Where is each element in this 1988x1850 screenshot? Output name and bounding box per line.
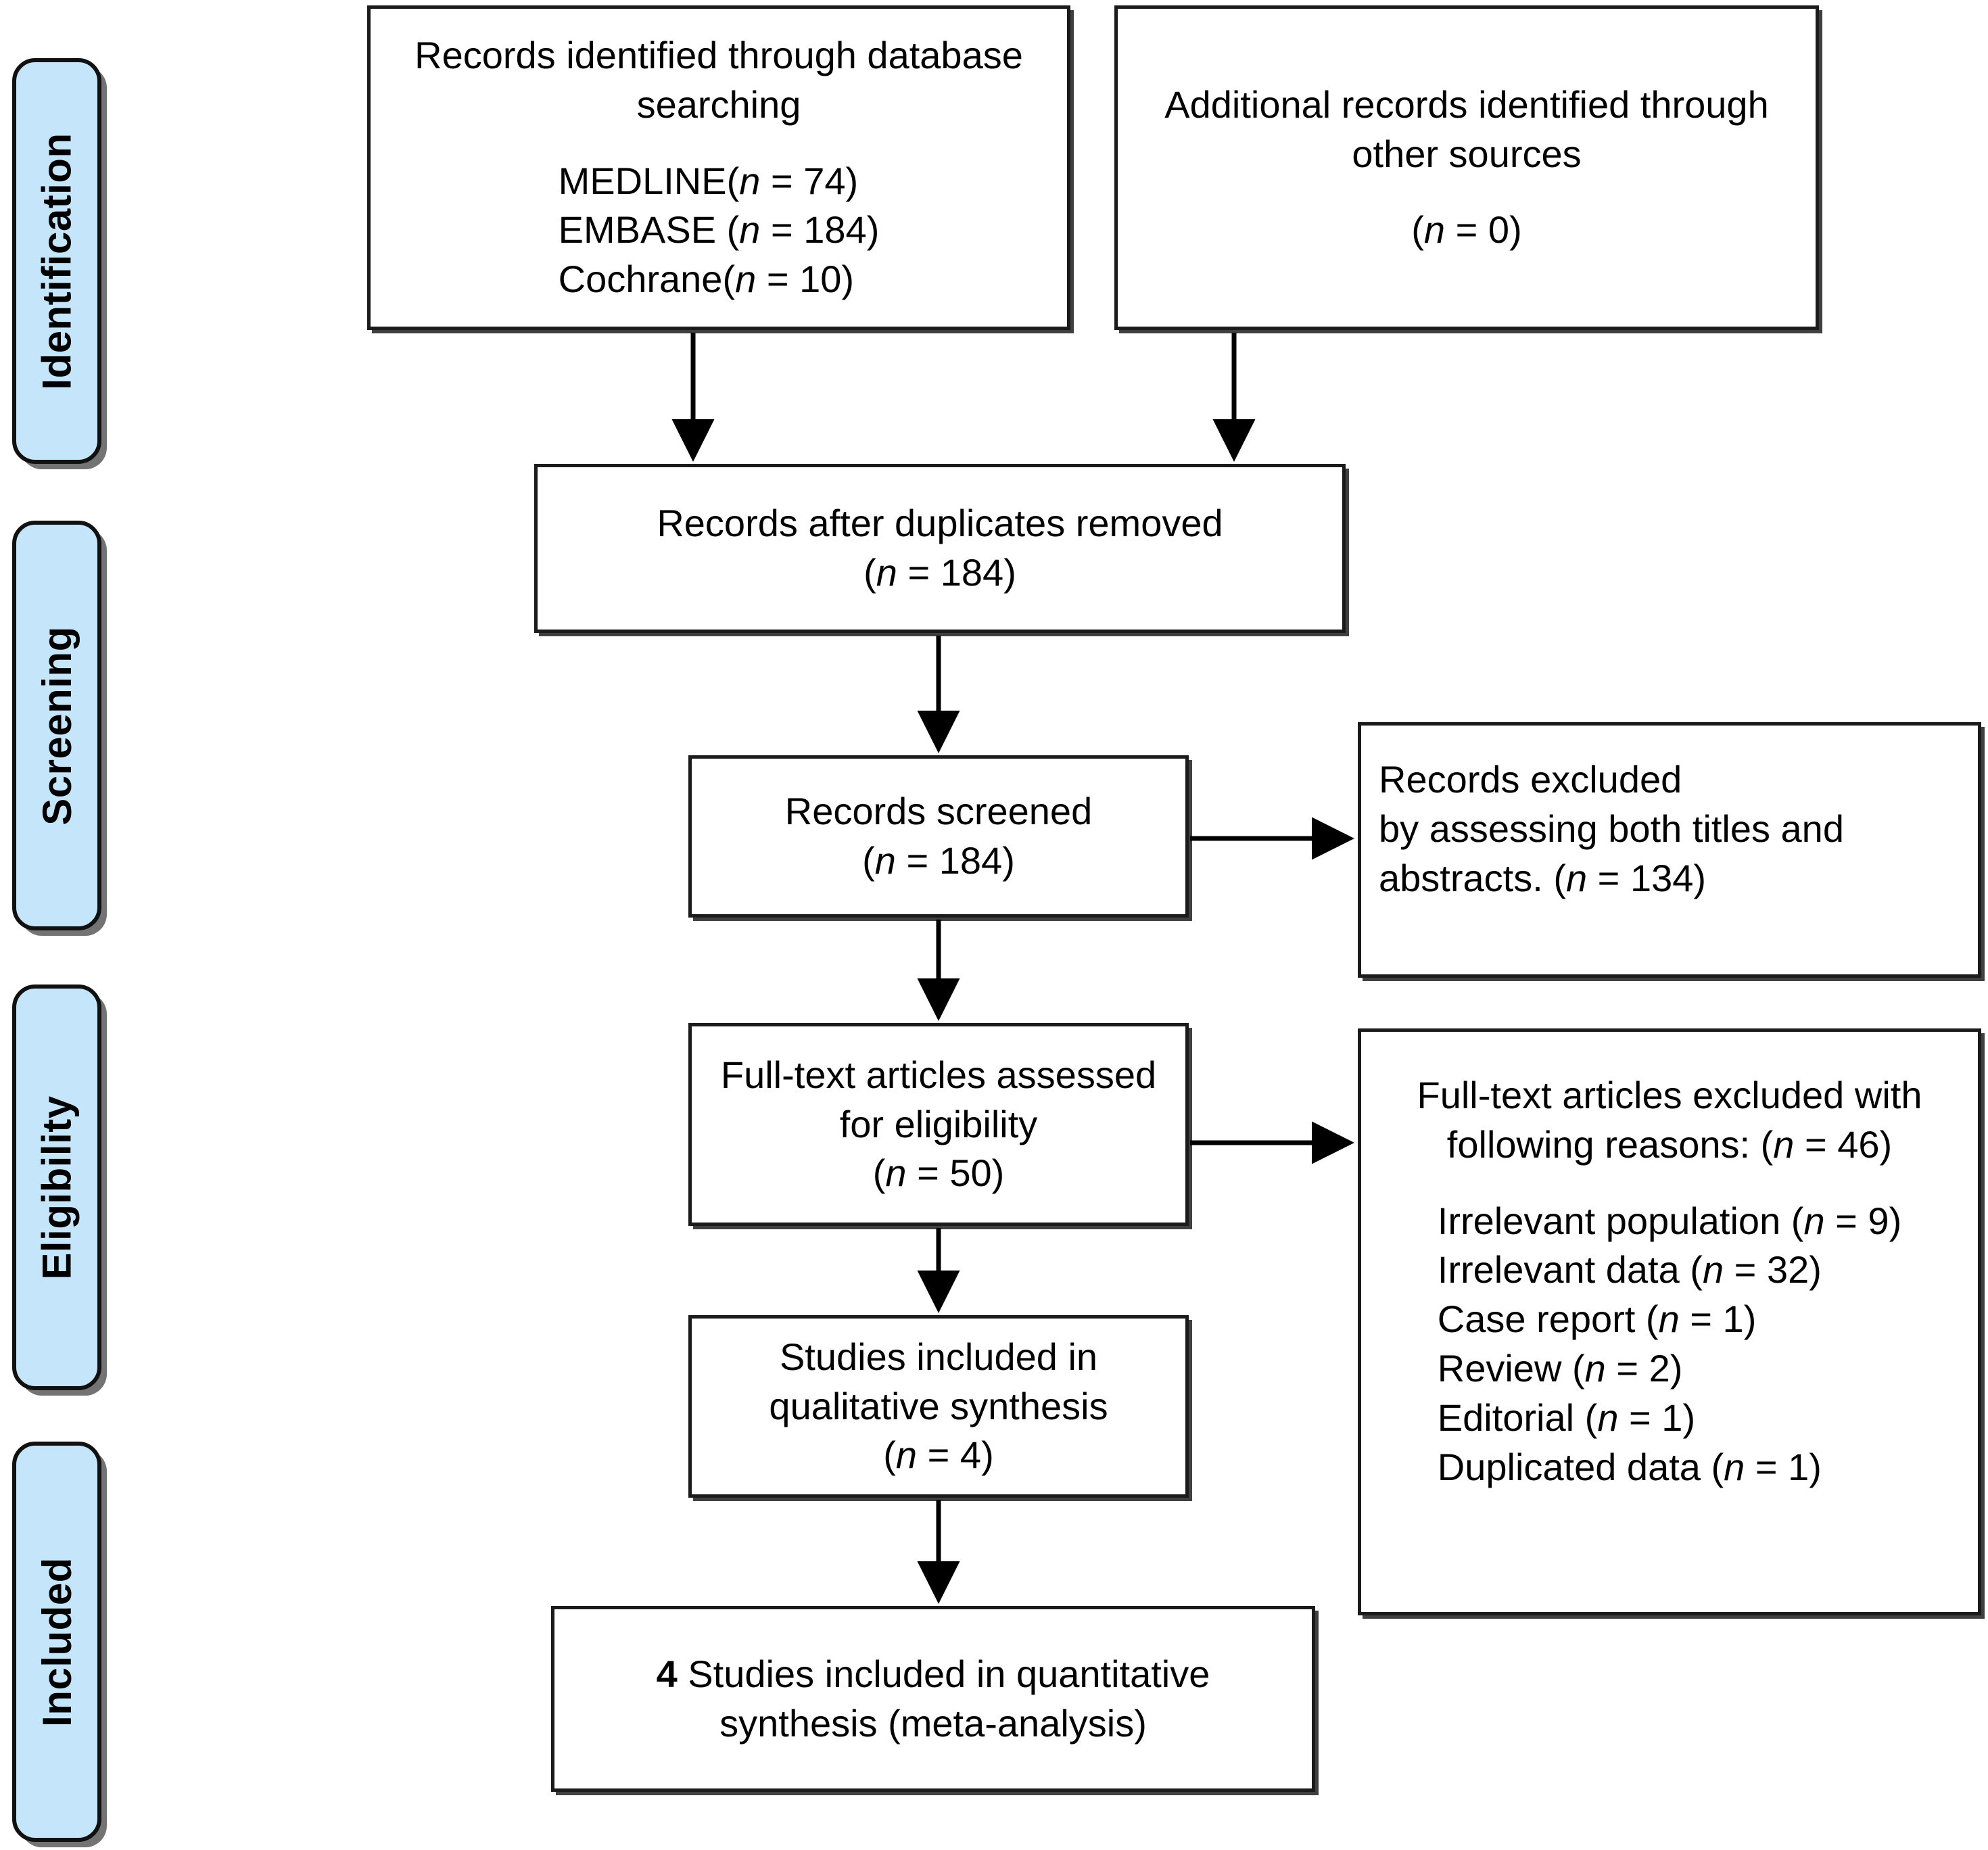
fulltext-assessed-line1: Full-text articles assessed: [720, 1053, 1157, 1096]
fulltext-assessed-line2: for eligibility: [839, 1102, 1038, 1145]
fulltext-excluded-heading-line2: following reasons: (n = 46): [1446, 1122, 1893, 1166]
other-sources-heading-line1: Additional records identified through: [1164, 82, 1769, 126]
qualitative-count: (n = 4): [883, 1433, 994, 1477]
db-search-source-list: MEDLINE(n = 74) EMBASE (n = 184) Cochran…: [559, 157, 880, 304]
quantitative-line1: 4 Studies included in quantitative: [656, 1652, 1210, 1695]
records-excluded-line3: abstracts. (n = 134): [1379, 856, 1707, 899]
exclusion-reason-review: Review (n = 2): [1437, 1346, 1683, 1390]
box-additional-records-other-sources: Additional records identified through ot…: [1114, 5, 1819, 330]
duplicates-heading: Records after duplicates removed: [657, 502, 1223, 545]
quantitative-line2: synthesis (meta-analysis): [719, 1701, 1147, 1745]
box-fulltext-excluded-reasons: Full-text articles excluded with followi…: [1358, 1028, 1981, 1615]
fulltext-excluded-heading-line1: Full-text articles excluded with: [1417, 1074, 1922, 1116]
db-source-medline: MEDLINE(n = 74): [558, 159, 859, 202]
phase-pill-eligibility: Eligibility: [12, 985, 101, 1390]
db-search-heading-line2: searching: [636, 82, 801, 126]
records-screened-heading: Records screened: [784, 790, 1093, 833]
exclusion-reason-irrelevant-population: Irrelevant population (n = 9): [1437, 1199, 1902, 1242]
box-qualitative-synthesis: Studies included in qualitative synthesi…: [688, 1315, 1189, 1498]
box-fulltext-assessed-eligibility: Full-text articles assessed for eligibil…: [688, 1023, 1189, 1226]
exclusion-reason-editorial: Editorial (n = 1): [1437, 1396, 1696, 1439]
other-sources-heading-line2: other sources: [1352, 132, 1582, 175]
qualitative-line2: qualitative synthesis: [769, 1384, 1108, 1427]
qualitative-line1: Studies included in: [779, 1335, 1098, 1378]
duplicates-count: (n = 184): [863, 551, 1016, 594]
phase-pill-screening: Screening: [12, 521, 101, 930]
box-quantitative-synthesis: 4 Studies included in quantitative synth…: [551, 1606, 1315, 1792]
db-source-embase: EMBASE (n = 184): [558, 208, 880, 252]
box-records-after-duplicates-removed: Records after duplicates removed (n = 18…: [534, 464, 1346, 633]
box-records-excluded: Records excluded by assessing both title…: [1358, 722, 1981, 978]
box-records-identified-database: Records identified through database sear…: [367, 5, 1070, 330]
fulltext-assessed-count: (n = 50): [872, 1152, 1005, 1195]
exclusion-reason-case-report: Case report (n = 1): [1437, 1298, 1757, 1341]
db-search-heading-line1: Records identified through database: [415, 34, 1023, 76]
fulltext-excluded-reason-list: Irrelevant population (n = 9) Irrelevant…: [1438, 1197, 1901, 1492]
exclusion-reason-irrelevant-data: Irrelevant data (n = 32): [1437, 1248, 1822, 1291]
records-screened-count: (n = 184): [862, 839, 1015, 882]
box-records-screened: Records screened (n = 184): [688, 755, 1189, 918]
other-sources-count: (n = 0): [1411, 208, 1522, 252]
phase-pill-identification: Identification: [12, 58, 101, 464]
phase-pill-included: Included: [12, 1442, 101, 1842]
db-source-cochrane: Cochrane(n = 10): [558, 258, 855, 301]
records-excluded-line1: Records excluded: [1379, 758, 1682, 801]
exclusion-reason-duplicated-data: Duplicated data (n = 1): [1437, 1445, 1822, 1488]
records-excluded-line2: by assessing both titles and: [1379, 807, 1844, 850]
